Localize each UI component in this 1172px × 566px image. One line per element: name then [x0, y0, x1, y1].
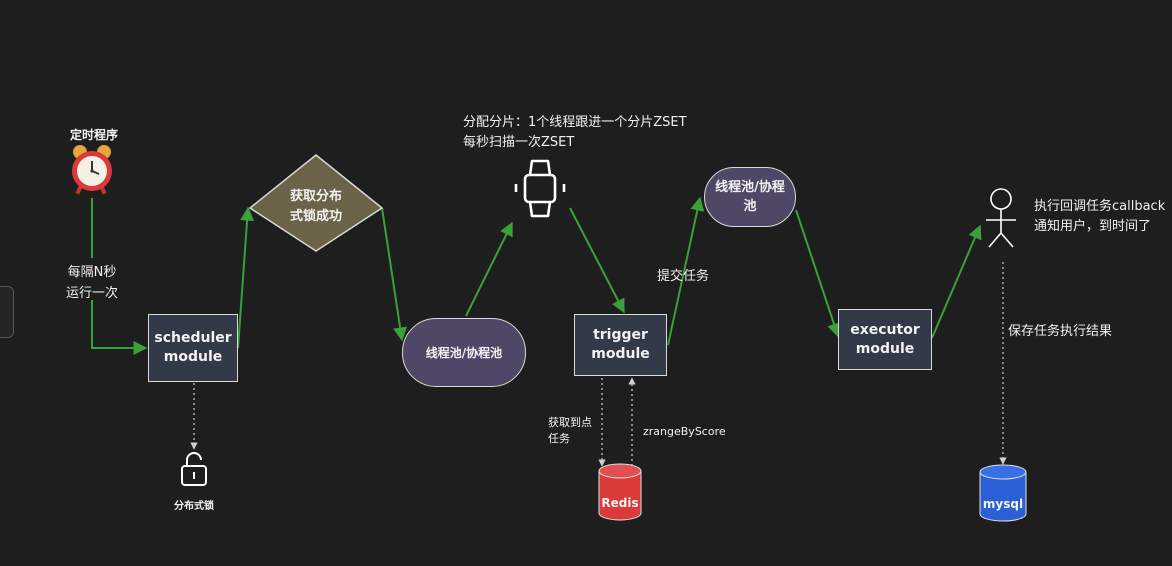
diamond-text: 获取分布 式锁成功: [266, 187, 366, 227]
edge-pool2-to-executor: [795, 209, 841, 338]
thread-pool-2[interactable]: 线程池/协程 池: [704, 167, 796, 227]
scheduler-module[interactable]: scheduler module: [148, 314, 238, 382]
submit-task-label: 提交任务: [657, 269, 710, 284]
trigger-module[interactable]: trigger module: [574, 314, 667, 376]
shard-assignment-line1: 分配分片：1个线程跟进一个分片ZSET: [463, 115, 687, 130]
diamond-line1: 获取分布: [289, 189, 342, 204]
edge-executor-to-user: [931, 224, 982, 339]
redis-label: Redis: [601, 496, 639, 510]
distributed-lock-label: 分布式锁: [174, 501, 214, 512]
trigger-module-line2: module: [591, 346, 650, 362]
shard-assignment-text: 分配分片：1个线程跟进一个分片ZSET 每秒扫描一次ZSET: [463, 113, 687, 153]
executor-module[interactable]: executor module: [838, 309, 932, 370]
save-result-label: 保存任务执行结果: [1008, 324, 1113, 339]
mysql-label: mysql: [982, 497, 1024, 511]
every-n-line1: 每隔N秒: [67, 265, 117, 280]
unlock-icon: [181, 452, 207, 486]
side-panel-tab[interactable]: [0, 286, 14, 338]
stick-figure-user-icon: [986, 188, 1016, 248]
thread-pool-1-label: 线程池/协程池: [425, 346, 503, 360]
executor-module-line1: executor: [850, 321, 920, 338]
shard-assignment-line2: 每秒扫描一次ZSET: [463, 135, 575, 150]
edge-watch-to-trigger: [569, 207, 625, 314]
edge-diamond-to-pool1: [381, 207, 408, 342]
callback-line2: 通知用户，到时间了: [1034, 219, 1152, 234]
redis-cylinder-icon: [598, 463, 642, 521]
scheduler-module-line1: scheduler: [154, 330, 232, 346]
edge-pool1-to-watch: [465, 221, 513, 317]
thread-pool-2-line2: 池: [743, 199, 757, 214]
timer-label: 定时程序: [70, 128, 119, 142]
fetch-line2: 任务: [548, 432, 570, 445]
lock-acquired-diamond: [248, 154, 384, 252]
watch-icon: [514, 159, 566, 218]
callback-line1: 执行回调任务callback: [1034, 199, 1166, 214]
edge-trigger-to-pool2: [667, 196, 705, 346]
fetch-due-tasks-label: 获取到点 任务: [548, 415, 592, 447]
edge-scheduler-to-diamond: [237, 206, 255, 349]
every-n-seconds-label: 每隔N秒 运行一次: [55, 262, 129, 304]
zrangebyscore-label: zrangeByScore: [643, 425, 726, 438]
callback-text: 执行回调任务callback 通知用户，到时间了: [1034, 197, 1165, 237]
scheduler-module-line2: module: [163, 349, 223, 365]
mysql-cylinder-icon: [979, 464, 1027, 522]
alarm-clock-icon: [72, 145, 112, 195]
thread-pool-2-line1: 线程池/协程: [715, 180, 785, 195]
trigger-module-line1: trigger: [593, 327, 648, 343]
thread-pool-1[interactable]: 线程池/协程池: [402, 318, 526, 387]
every-n-line2: 运行一次: [65, 286, 118, 301]
executor-module-line2: module: [855, 340, 915, 357]
diamond-line2: 式锁成功: [289, 209, 342, 224]
edge-timer-to-scheduler: [91, 198, 146, 348]
fetch-line1: 获取到点: [548, 416, 592, 429]
